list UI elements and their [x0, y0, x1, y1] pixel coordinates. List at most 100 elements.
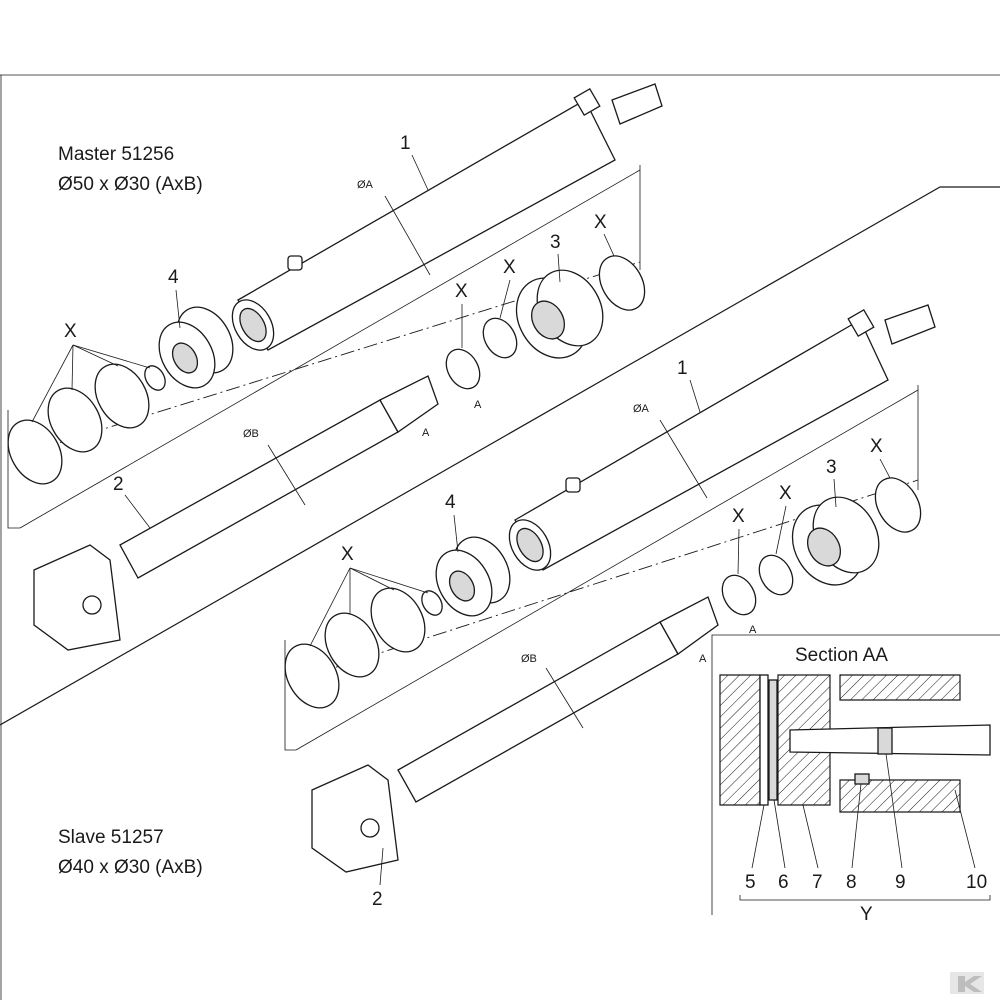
slave-leader-x-d — [349, 567, 429, 594]
master-dims: Ø50 x Ø30 (AxB) — [58, 174, 203, 195]
assembly-divider-line — [0, 186, 1000, 726]
slave-label-dia-a: ØA — [633, 403, 650, 415]
master-label-3: 3 — [550, 232, 561, 253]
slave-dims: Ø40 x Ø30 (AxB) — [58, 857, 203, 878]
section-leader-10 — [954, 789, 976, 869]
section-frame — [711, 634, 1000, 915]
master-seal-ring-2 — [445, 348, 481, 390]
master-piston — [515, 269, 604, 359]
master-seal-ring-1 — [482, 317, 518, 359]
slave-leader-x-seal1 — [775, 505, 787, 555]
master-dim-b-line — [267, 444, 306, 506]
master-leader-3 — [557, 253, 561, 283]
slave-piston — [791, 496, 880, 586]
master-label-x-group: X — [64, 321, 77, 342]
master-leader-4 — [175, 289, 181, 329]
brand-logo-icon — [950, 972, 984, 994]
section-title: Section AA — [795, 645, 888, 666]
master-gland — [158, 306, 234, 389]
slave-bracket-left — [284, 640, 296, 751]
master-label-2: 2 — [113, 474, 124, 495]
slave-scraper-ring — [284, 643, 340, 709]
slave-label-3: 3 — [826, 457, 837, 478]
section-item-5: 5 — [745, 872, 756, 893]
slave-dim-a-line — [659, 419, 708, 499]
slave-title: Slave 51257 — [58, 827, 164, 848]
slave-label-dia-b: ØB — [521, 653, 537, 665]
slave-leader-x-oring — [879, 458, 891, 479]
slave-leader-2 — [379, 847, 384, 886]
master-oring — [598, 255, 646, 311]
slave-gland — [435, 536, 511, 617]
section-leader-7 — [802, 804, 819, 869]
slave-leader-1 — [689, 379, 701, 413]
slave-leader-3 — [833, 478, 837, 508]
slave-barrel — [508, 304, 936, 571]
master-label-1: 1 — [400, 133, 411, 154]
section-leader-9 — [885, 753, 903, 869]
slave-label-x-group: X — [341, 544, 354, 565]
master-label-4: 4 — [168, 267, 179, 288]
master-leader-x-b — [71, 344, 74, 391]
section-nut-lower — [839, 779, 961, 813]
section-seal-8 — [854, 773, 870, 785]
section-piston-body — [719, 674, 761, 806]
section-group-bracket — [739, 895, 991, 901]
slave-label-a-piston: A — [749, 624, 757, 636]
slave-label-x-seal2: X — [732, 506, 745, 527]
master-scraper-ring — [7, 419, 63, 485]
master-barrel — [231, 83, 663, 351]
master-label-x-oring: X — [594, 212, 607, 233]
slave-label-4: 4 — [445, 492, 456, 513]
master-seal-small — [144, 365, 166, 391]
section-nut-upper — [839, 674, 961, 701]
master-leader-1 — [411, 154, 429, 191]
master-label-dia-a: ØA — [357, 179, 374, 191]
master-rod-seal — [47, 387, 103, 453]
master-leader-x-seal1 — [499, 279, 511, 319]
section-item-9: 9 — [895, 872, 906, 893]
slave-leader-x-a — [309, 567, 351, 647]
slave-leader-4 — [453, 514, 459, 553]
master-dim-a-line — [384, 195, 431, 276]
section-leader-8 — [851, 783, 862, 869]
master-leader-x-d — [72, 344, 151, 369]
section-item-6: 6 — [778, 872, 789, 893]
master-leader-2 — [124, 494, 151, 529]
slave-label-x-oring: X — [870, 436, 883, 457]
master-leader-x-c — [72, 344, 119, 367]
master-label-x-seal1: X — [503, 257, 516, 278]
section-ring-6 — [768, 679, 778, 801]
slave-seal-ring-2 — [721, 574, 757, 616]
slave-seal-ring-1 — [758, 554, 794, 596]
slave-bracket-bottom — [295, 389, 919, 751]
slave-leader-x-c — [349, 567, 395, 591]
master-label-a-piston: A — [474, 399, 482, 411]
slave-dim-b-line — [545, 667, 584, 729]
master-label-a-rod: A — [422, 427, 430, 439]
slave-label-a-rod: A — [699, 653, 707, 665]
section-item-10: 10 — [966, 872, 987, 893]
master-title: Master 51256 — [58, 144, 174, 165]
slave-rod — [311, 596, 719, 873]
master-label-x-seal2: X — [455, 281, 468, 302]
slave-label-2: 2 — [372, 889, 383, 910]
section-item-8: 8 — [846, 872, 857, 893]
master-label-dia-b: ØB — [243, 428, 259, 440]
section-group-y: Y — [860, 904, 873, 925]
slave-label-x-seal1: X — [779, 483, 792, 504]
section-seal-9 — [877, 727, 893, 755]
slave-cylinder-assembly — [284, 304, 936, 873]
master-leader-x-oring — [603, 233, 615, 257]
slave-leader-x-seal2 — [737, 528, 740, 575]
slave-label-1: 1 — [677, 358, 688, 379]
section-ring-5 — [759, 674, 769, 806]
master-cylinder-assembly — [7, 83, 663, 651]
section-leader-5 — [751, 804, 765, 869]
slave-rod-seal — [324, 612, 380, 678]
section-item-7: 7 — [812, 872, 823, 893]
slave-seal-small — [421, 590, 443, 616]
section-leader-6 — [773, 799, 786, 869]
master-bracket-left — [7, 410, 20, 529]
